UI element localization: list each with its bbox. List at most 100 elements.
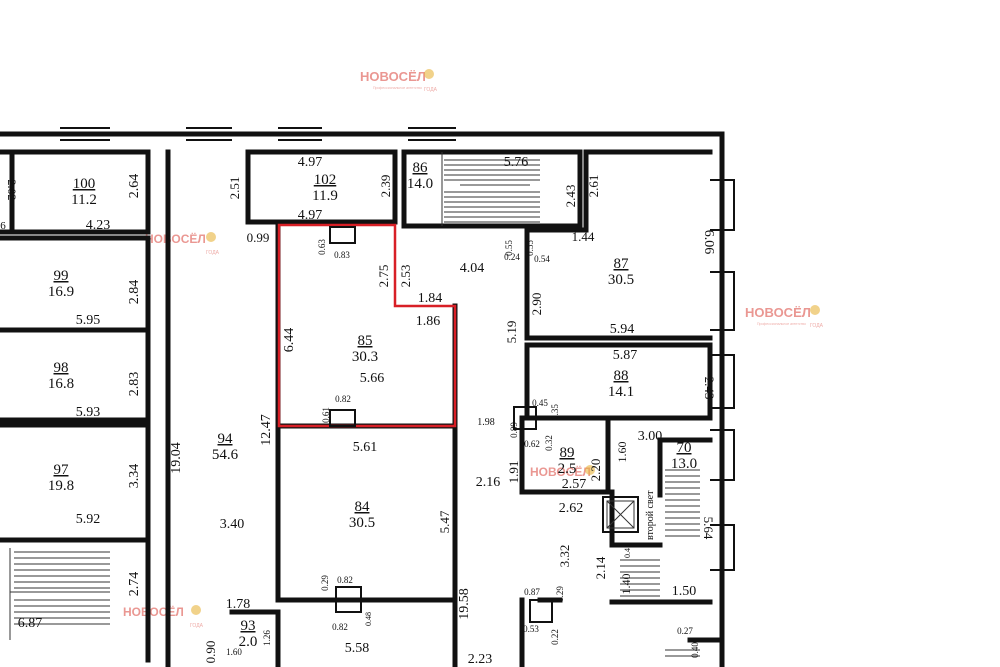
dimension-label: 0.55 — [504, 240, 514, 256]
dimension-label: 1.26 — [262, 630, 272, 646]
watermark-mid-left: НОВОСЁЛ ГОДА — [145, 231, 220, 256]
dimension-label: 2.74 — [127, 572, 142, 597]
dimension-label: 0.61 — [321, 407, 331, 423]
dimension-label: 19.58 — [457, 588, 472, 620]
dimension-label: 2.64 — [127, 174, 142, 199]
column-88 — [513, 406, 537, 430]
dimension-label: 1.91 — [506, 461, 521, 484]
dimension-label: 2.14 — [593, 556, 608, 579]
dimension-label: 0.27 — [677, 626, 693, 636]
room-number: 94 — [218, 431, 234, 447]
dimension-label: 2.62 — [559, 501, 584, 516]
dimension-label: 1.86 — [416, 314, 441, 329]
dimension-label: 0.54 — [534, 254, 550, 264]
dimension-label: 0.55 — [525, 240, 535, 256]
room-number: 70 — [677, 440, 692, 456]
dimension-label: 5.92 — [76, 512, 101, 527]
laurel-icon — [206, 232, 216, 242]
dimension-label: 2.83 — [127, 372, 142, 397]
dimension-label: 4.97 — [298, 155, 323, 170]
watermark-top-sub: Профессиональное агентство — [373, 86, 422, 90]
dimension-label: 0.35 — [550, 404, 560, 420]
room-area: 16.8 — [48, 376, 74, 392]
room-area: 11.9 — [312, 188, 338, 204]
dimension-label: 0.29 — [555, 586, 565, 602]
room-area: 14.1 — [608, 384, 634, 400]
dimension-label: 0.32 — [544, 435, 554, 451]
laurel-icon — [810, 305, 820, 315]
room-number: 99 — [54, 268, 69, 284]
dimension-label: 0.45 — [623, 544, 632, 558]
dimension-label: 2.53 — [398, 265, 413, 288]
dimension-label: 3.32 — [557, 545, 572, 568]
room-area: 30.5 — [349, 515, 375, 531]
room-labels: 10011.210211.98614.08730.59916.99816.897… — [48, 160, 697, 650]
dimension-label: 0.40 — [690, 642, 700, 658]
dimension-label: 0.62 — [524, 439, 540, 449]
dimension-label: 12.47 — [259, 414, 274, 446]
room-number: 102 — [314, 172, 337, 188]
dimension-label: 5.93 — [76, 405, 101, 420]
dimension-label: 1.40 — [619, 574, 633, 595]
watermark-bottom-left: НОВОСЁЛ ГОДА — [123, 604, 204, 629]
dimension-label: 1.60 — [615, 442, 629, 463]
room-number: 85 — [358, 333, 373, 349]
dimension-label: 0.99 — [247, 230, 270, 245]
watermark-midleft-brand: НОВОСЁЛ — [145, 231, 206, 246]
stairs — [9, 152, 700, 657]
dimension-label: 3.40 — [220, 517, 245, 532]
stair-70 — [620, 469, 700, 657]
room-89[interactable]: 892.5 — [558, 445, 577, 477]
dimension-label: 0.82 — [332, 622, 348, 632]
dimension-label: 0.24 — [504, 252, 520, 262]
dimension-label: 2.75 — [376, 265, 391, 288]
dimension-label: 0.45 — [532, 398, 548, 408]
dimension-label: 0.90 — [203, 641, 218, 664]
dimension-label: 0.82 — [335, 394, 351, 404]
room-area: 2.5 — [558, 461, 577, 477]
watermark-top-brand: НОВОСЁЛ — [360, 69, 426, 84]
watermark-top-award: ГОДА — [424, 87, 438, 93]
second-light-label: второй свет — [645, 490, 656, 540]
watermark-right-sub: Профессиональное агентство — [757, 322, 806, 326]
dimension-label: 2.20 — [588, 459, 603, 482]
watermark-center-brand: НОВОСЁЛ — [530, 464, 591, 479]
dimension-label: 5.61 — [353, 440, 378, 455]
dimension-label: 5.94 — [610, 322, 635, 337]
dimension-label: 19.04 — [169, 442, 184, 474]
room-area: 11.2 — [71, 192, 97, 208]
dimension-label: 5.66 — [360, 371, 385, 386]
room-number: 86 — [413, 160, 429, 176]
dimension-label: 0.48 — [364, 612, 373, 626]
room-area: 16.9 — [48, 284, 74, 300]
room-93[interactable]: 932.0 — [239, 618, 258, 650]
dimension-label: 0.63 — [317, 239, 327, 255]
watermark-bottomleft-brand: НОВОСЁЛ — [123, 604, 184, 619]
room-area: 30.3 — [352, 349, 378, 365]
dimension-label: 1.98 — [477, 417, 495, 428]
room-area: 2.0 — [239, 634, 258, 650]
dimension-label: 0.87 — [524, 587, 540, 597]
dimension-label: 0.89 — [509, 422, 519, 438]
room-number: 93 — [241, 618, 256, 634]
dimension-label: 0.83 — [334, 250, 350, 260]
column-bottom — [529, 599, 553, 623]
room-area: 30.5 — [608, 272, 634, 288]
dimension-label: 6 — [0, 220, 6, 232]
room-number: 87 — [614, 256, 630, 272]
watermark-top: НОВОСЁЛ Профессиональное агентство ГОДА — [360, 69, 438, 93]
selected-room-85-outline[interactable] — [277, 223, 457, 428]
